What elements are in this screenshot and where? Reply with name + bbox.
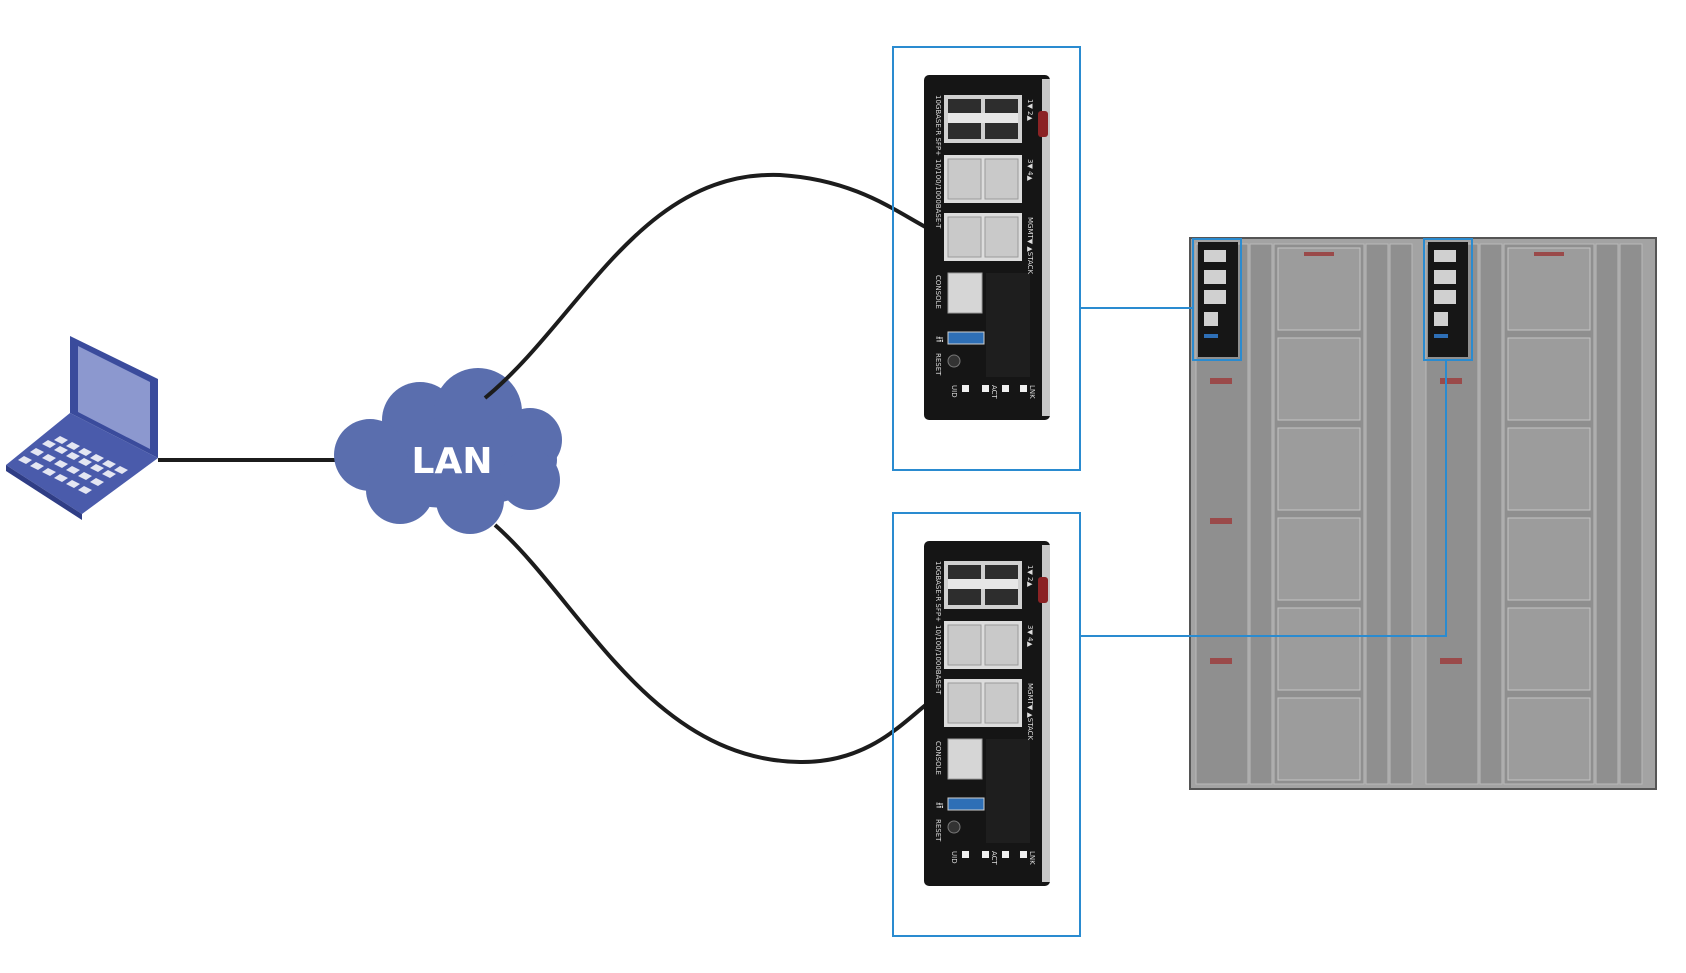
top-switch-frame [892,46,1081,471]
act-label: ACT [990,385,998,400]
mgmt-label: MGMT▼ ▲STACK [1026,217,1034,275]
reset-label: RESET [934,819,942,842]
bottom-module-leader-line [1081,360,1447,637]
bottom-switch-module: 10GBASE-R SFP+ 1▼ 2▲ 3▼ 4▲ 10/100/1000BA… [923,540,1051,887]
chassis-module-1-highlight [1192,238,1242,361]
uid-label: UID [950,385,958,398]
console-label: CONSOLE [934,275,942,309]
cloud-bottom-switch-cable [493,523,934,765]
chassis-module-2-highlight [1423,238,1473,361]
bottom-switch-frame [892,512,1081,937]
port12-label: 1▼ 2▲ [1026,565,1034,588]
cloud-icon: LAN [334,368,562,534]
laptop-icon [6,336,158,520]
lnk-label: LNK [1028,851,1036,865]
cloud-top-switch-cable [483,172,936,400]
usb-icon: ⭾ [936,335,944,346]
uid-label: UID [950,851,958,864]
blade-chassis-icon [1189,237,1657,790]
top-switch-module: 10GBASE-R SFP+ 1▼ 2▲ 3▼ 4▲ 10/100/1000BA… [923,74,1051,421]
copper-label: 10/100/1000BASE-T [934,625,942,695]
sfp-label: 10GBASE-R SFP+ [934,561,942,622]
console-label: CONSOLE [934,741,942,775]
mgmt-label: MGMT▼ ▲STACK [1026,683,1034,741]
usb-icon: ⭾ [936,801,944,812]
act-label: ACT [990,851,998,866]
copper-label: 10/100/1000BASE-T [934,159,942,229]
reset-label: RESET [934,353,942,376]
port12-label: 1▼ 2▲ [1026,99,1034,122]
port34-label: 3▼ 4▲ [1026,159,1034,182]
cloud-label: LAN [412,441,493,482]
port34-label: 3▼ 4▲ [1026,625,1034,648]
lnk-label: LNK [1028,385,1036,399]
sfp-label: 10GBASE-R SFP+ [934,95,942,156]
